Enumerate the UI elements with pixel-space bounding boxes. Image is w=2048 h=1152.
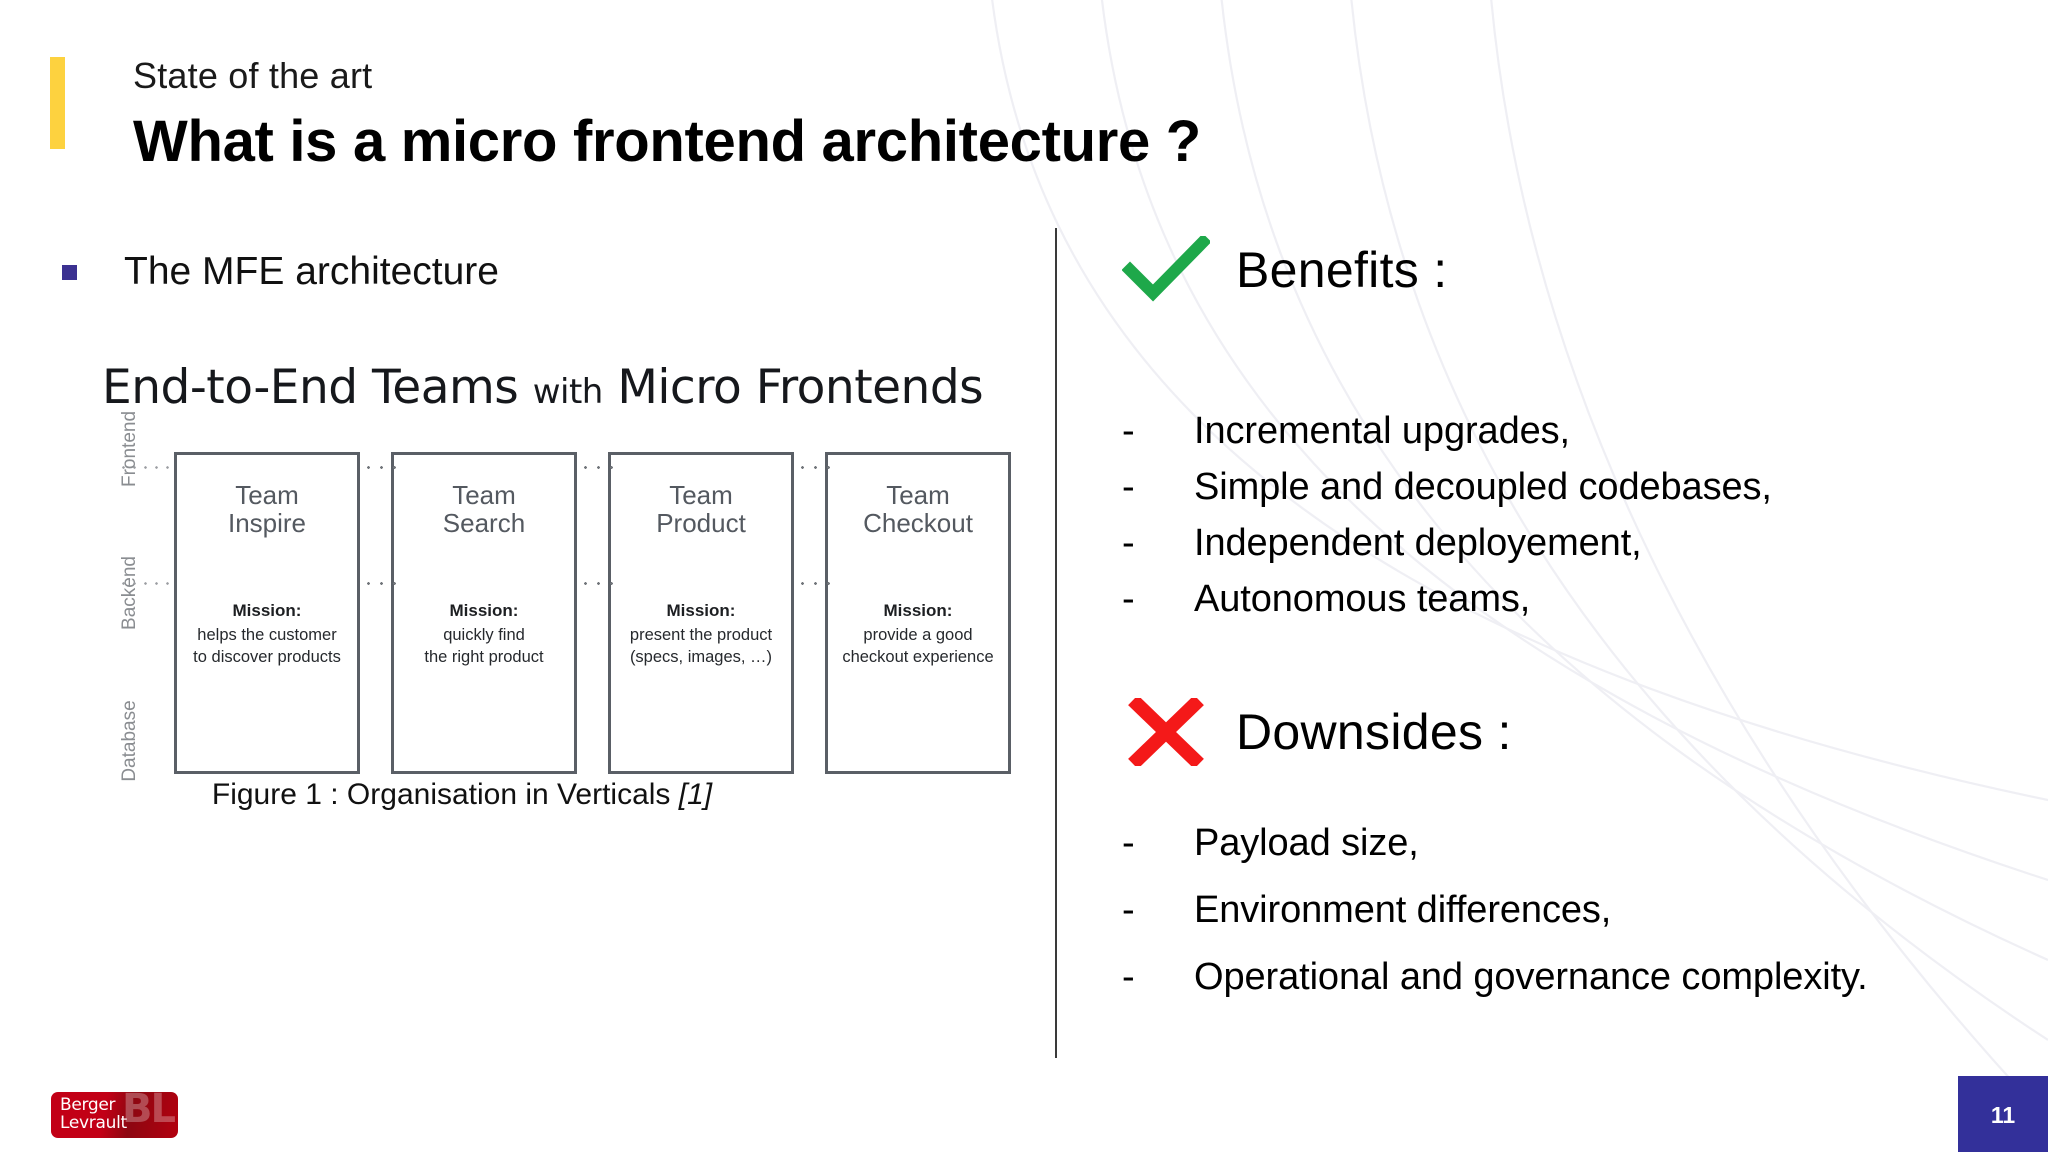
title-accent-bar <box>50 57 65 149</box>
downsides-heading-label: Downsides : <box>1236 704 1512 760</box>
team-mission-line2: the right product <box>424 647 544 666</box>
list-item-label: Environment differences, <box>1194 889 1612 931</box>
list-dash: - <box>1122 889 1135 931</box>
team-connector-dots <box>362 582 400 585</box>
list-item: - Incremental upgrades, <box>1122 410 1772 453</box>
benefits-heading-label: Benefits : <box>1236 242 1448 298</box>
figure-caption: Figure 1 : Organisation in Verticals [1] <box>52 778 872 812</box>
team-mission-line1: helps the customer <box>197 626 337 644</box>
left-section-label: The MFE architecture <box>124 250 499 293</box>
team-name: Team Search <box>394 481 574 537</box>
team-name-line1: Team <box>235 480 299 510</box>
team-box: Team Inspire Mission: helps the customer… <box>174 452 360 774</box>
list-item: - Environment differences, <box>1122 889 1868 932</box>
left-section-bullet: The MFE architecture <box>62 250 499 294</box>
team-mission-line2: checkout experience <box>842 647 994 666</box>
list-dash: - <box>1122 522 1135 564</box>
list-item-label: Independent deployement, <box>1194 522 1642 564</box>
downsides-list: - Payload size, - Environment difference… <box>1122 822 1868 1023</box>
list-dash: - <box>1122 410 1135 452</box>
page-number-badge: 11 <box>1958 1076 2048 1152</box>
team-name-line2: Inspire <box>227 508 307 539</box>
team-connector-dots <box>796 466 834 469</box>
figure-caption-text: Figure 1 : Organisation in Verticals <box>211 778 679 811</box>
team-name: Team Checkout <box>828 481 1008 537</box>
figure-title: End-to-End Teams with Micro Frontends <box>102 360 984 415</box>
list-dash: - <box>1122 956 1135 998</box>
team-name: Team Inspire <box>177 481 357 537</box>
team-mission-text: provide a good checkout experience <box>830 625 1006 669</box>
team-name-line2: Search <box>442 508 526 539</box>
list-dash: - <box>1122 822 1135 864</box>
team-name-line1: Team <box>886 480 950 510</box>
logo-wordmark: Berger Levrault <box>60 1095 127 1133</box>
team-mission-label: Mission: <box>232 601 302 620</box>
list-item-label: Simple and decoupled codebases, <box>1194 466 1772 508</box>
team-boxes-container: Team Inspire Mission: helps the customer… <box>114 452 1011 774</box>
team-mission-line2: to discover products <box>193 647 341 666</box>
downsides-heading: Downsides : <box>1122 695 1512 769</box>
list-item: - Independent deployement, <box>1122 522 1772 565</box>
benefits-list: - Incremental upgrades, - Simple and dec… <box>1122 410 1772 634</box>
figure-title-with: with <box>532 372 604 412</box>
logo-monogram: BL <box>122 1092 176 1132</box>
page-number: 11 <box>1990 1102 2016 1128</box>
check-icon <box>1121 233 1212 304</box>
team-mission-label: Mission: <box>666 601 736 620</box>
list-item: - Payload size, <box>1122 822 1868 865</box>
layer-separator-dots-backend-database <box>118 582 198 585</box>
team-mission-text: quickly find the right product <box>396 625 572 669</box>
list-dash: - <box>1122 466 1135 508</box>
list-item-label: Payload size, <box>1194 822 1419 864</box>
slide-kicker: State of the art <box>133 55 373 96</box>
team-mission-line1: quickly find <box>443 626 525 644</box>
logo-wordmark-line1: Berger <box>60 1095 116 1115</box>
team-connector-dots <box>796 582 834 585</box>
team-box: Team Checkout Mission: provide a good ch… <box>825 452 1011 774</box>
team-mission-text: helps the customer to discover products <box>179 625 355 669</box>
team-mission-text: present the product (specs, images, …) <box>613 625 789 669</box>
layer-separator-dots-frontend-backend <box>118 466 198 469</box>
team-connector-dots <box>579 466 617 469</box>
figure-caption-reference: [1] <box>678 778 713 811</box>
cross-icon <box>1122 695 1210 769</box>
team-mission-line2: (specs, images, …) <box>629 647 773 666</box>
list-item: - Autonomous teams, <box>1122 578 1772 621</box>
page-title: What is a micro frontend architecture ? <box>133 109 1201 174</box>
team-name-line2: Checkout <box>863 508 973 539</box>
list-item-label: Autonomous teams, <box>1194 578 1531 620</box>
column-divider <box>1055 228 1057 1058</box>
list-item: - Operational and governance complexity. <box>1122 956 1868 999</box>
list-item-label: Operational and governance complexity. <box>1194 956 1868 998</box>
team-connector-dots <box>579 582 617 585</box>
team-box: Team Product Mission: present the produc… <box>608 452 794 774</box>
team-mission-line1: present the product <box>629 626 773 644</box>
team-box: Team Search Mission: quickly find the ri… <box>391 452 577 774</box>
team-mission-line1: provide a good <box>863 626 973 644</box>
benefits-heading: Benefits : <box>1121 233 1448 304</box>
berger-levrault-logo: BL Berger Levrault <box>51 1092 178 1138</box>
team-name-line2: Product <box>656 508 746 539</box>
team-mission-label: Mission: <box>883 601 953 620</box>
square-bullet-icon <box>62 264 77 280</box>
list-item: - Simple and decoupled codebases, <box>1122 466 1772 509</box>
team-name-line1: Team <box>669 480 733 510</box>
list-item-label: Incremental upgrades, <box>1194 410 1571 452</box>
team-mission-label: Mission: <box>449 601 519 620</box>
figure-title-tail: Micro Frontends <box>617 360 984 415</box>
team-connector-dots <box>362 466 400 469</box>
team-name-line1: Team <box>452 480 516 510</box>
logo-wordmark-line2: Levrault <box>60 1112 127 1133</box>
team-name: Team Product <box>611 481 791 537</box>
list-dash: - <box>1122 578 1135 620</box>
figure-organisation-in-verticals: End-to-End Teams with Micro Frontends Fr… <box>52 360 1011 811</box>
figure-title-main: End-to-End Teams <box>102 360 519 415</box>
